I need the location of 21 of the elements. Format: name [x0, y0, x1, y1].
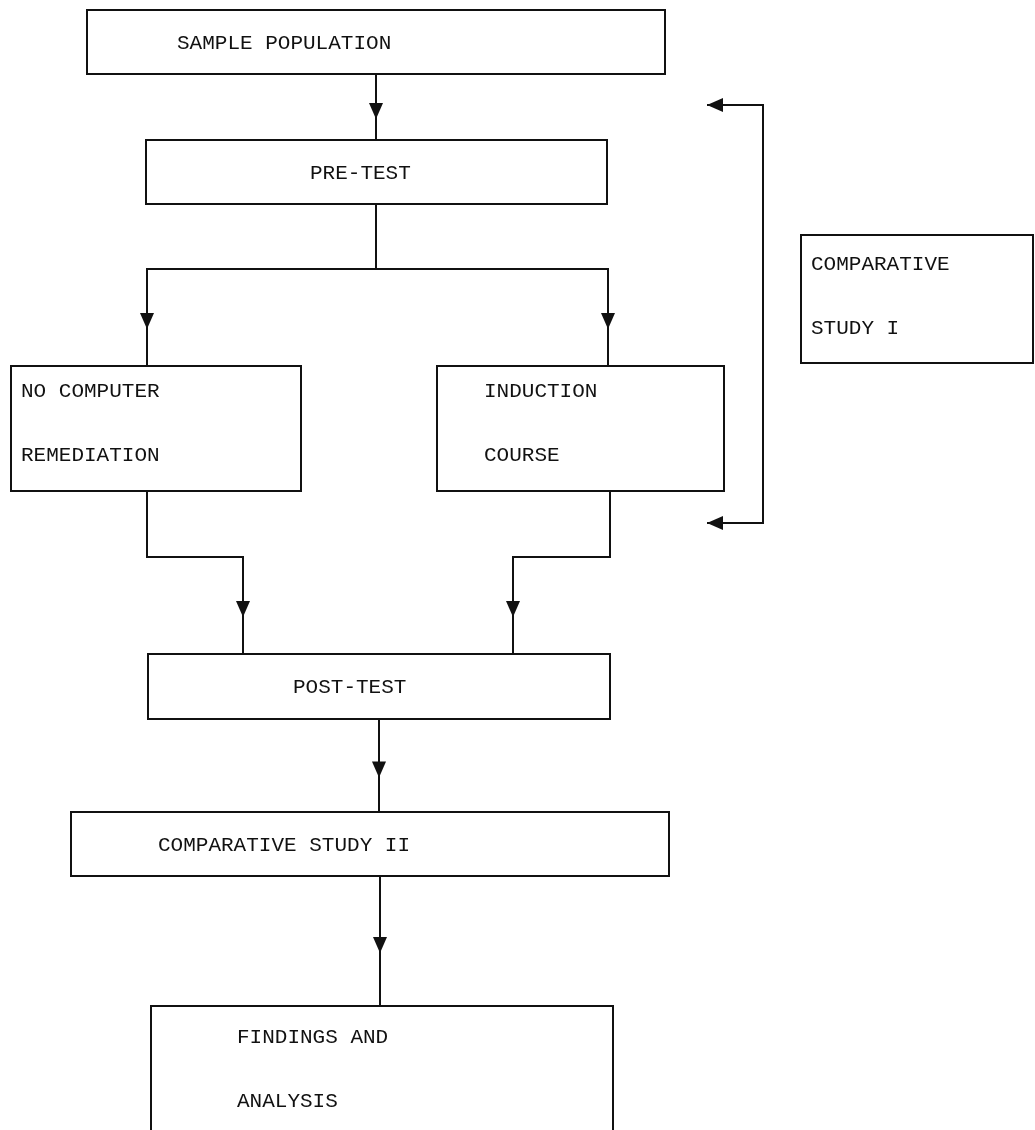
box-label: COMPARATIVE STUDY I	[811, 252, 951, 342]
box-label: FINDINGS AND ANALYSIS	[237, 1025, 390, 1115]
box-label: SAMPLE POPULATION	[177, 31, 393, 57]
process-box	[800, 234, 1034, 364]
process-box	[70, 811, 670, 877]
arrow	[506, 491, 611, 654]
process-box	[10, 365, 302, 492]
arrow	[372, 719, 386, 812]
box-label: NO COMPUTER REMEDIATION	[21, 379, 161, 469]
arrow	[369, 74, 383, 140]
process-box	[86, 9, 666, 75]
box-label: PRE-TEST	[310, 161, 412, 187]
box-label: COMPARATIVE STUDY II	[158, 833, 412, 859]
arrow	[146, 491, 250, 654]
box-label: POST-TEST	[293, 675, 408, 701]
process-box	[147, 653, 611, 720]
process-box	[436, 365, 725, 492]
process-box	[145, 139, 608, 205]
process-box	[150, 1005, 614, 1130]
box-label: INDUCTION COURSE	[484, 379, 599, 469]
arrow	[373, 876, 387, 1006]
